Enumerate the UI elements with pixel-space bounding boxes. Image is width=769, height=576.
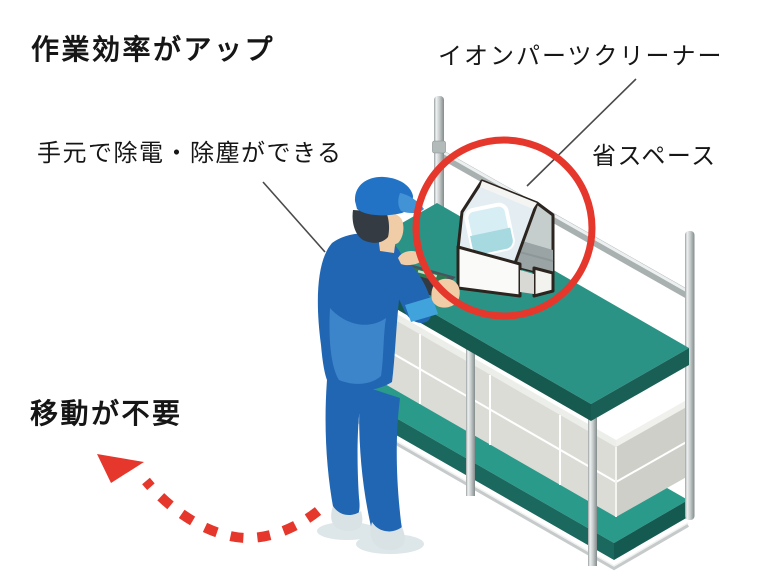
- bench-surface: [339, 203, 689, 404]
- worker-back-highlight: [329, 308, 386, 384]
- worker-cap: [354, 176, 413, 216]
- front-left-leg: [466, 346, 475, 496]
- back-left-post: [434, 96, 444, 212]
- leader-line-hand: [262, 181, 326, 253]
- worker-right-leg: [359, 385, 402, 543]
- box-seam: [615, 439, 691, 483]
- cleaner-base-notch-shadow: [520, 270, 534, 294]
- back-right-post: [685, 231, 695, 520]
- boxes-end-top-sliver: [616, 398, 690, 447]
- bench-end-band: [591, 348, 689, 421]
- space-saving-label: 省スペース: [592, 142, 717, 170]
- arrowhead: [97, 454, 144, 483]
- top-rail-highlight: [438, 148, 690, 294]
- worker-figure: [317, 176, 460, 554]
- workbench-frame: [432, 96, 692, 299]
- workbench-legs: [466, 231, 695, 566]
- worker-hair: [352, 210, 390, 243]
- shelf-front-band: [356, 395, 614, 560]
- leader-line-device: [526, 78, 637, 187]
- red-highlight-circle: [412, 136, 596, 320]
- movement-dashed-arrow: [97, 454, 322, 544]
- no-movement-heading: 移動が不要: [30, 397, 183, 430]
- worker-left-shoe: [331, 506, 363, 531]
- bottom-rail: [355, 417, 690, 571]
- device-name-label: イオンパーツクリーナー: [438, 42, 724, 70]
- worker-left-leg: [325, 368, 362, 521]
- storage-boxes: [351, 288, 691, 517]
- rail-connector-sleeve: [432, 140, 446, 154]
- front-right-leg: [588, 418, 597, 566]
- ion-parts-cleaner-device: [456, 179, 555, 298]
- box-seam: [351, 329, 617, 483]
- worker-sleeve-cuff: [405, 297, 438, 322]
- worker-right-shoe: [370, 522, 405, 551]
- efficiency-heading: 作業効率がアップ: [31, 33, 276, 66]
- boxes-front-top-sliver: [352, 288, 616, 447]
- cleaner-base-foot: [532, 266, 555, 298]
- top-rail: [436, 149, 692, 299]
- pcb-detail: [417, 269, 427, 275]
- cleaner-base: [456, 245, 522, 298]
- cleaner-window: [464, 202, 515, 257]
- hand-cleaning-label: 手元で除電・除塵ができる: [37, 139, 343, 167]
- foot-shadow: [317, 522, 377, 540]
- cleaner-top-edge: [480, 181, 537, 209]
- shelf-end-band: [614, 500, 688, 560]
